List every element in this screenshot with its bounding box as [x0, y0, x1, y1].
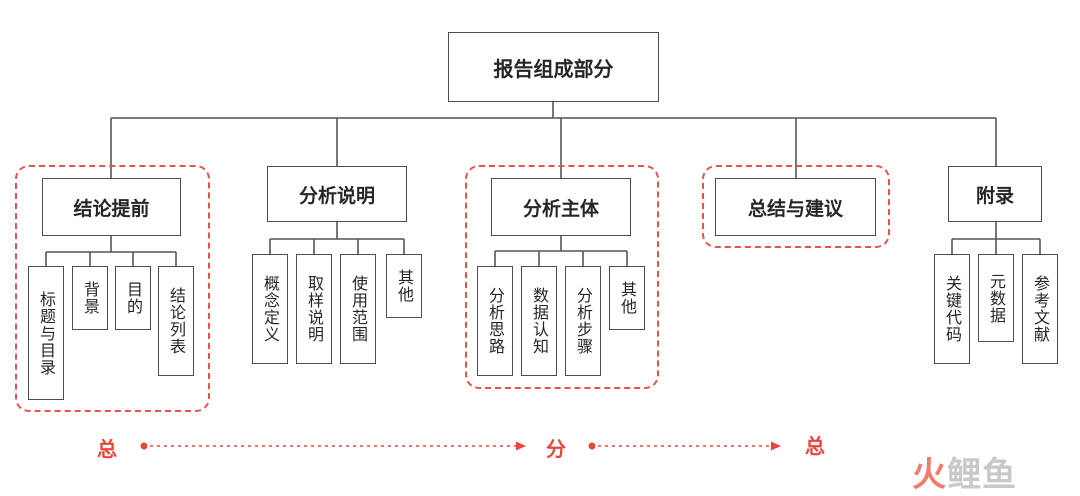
leaf-node: 分析步骤 — [565, 266, 601, 376]
leaf-label: 其他 — [395, 269, 414, 303]
section-node-conclusion: 结论提前 — [42, 178, 181, 236]
leaf-label: 概念定义 — [261, 275, 280, 343]
leaf-node: 取样说明 — [296, 254, 332, 364]
leaf-node: 概念定义 — [252, 254, 288, 364]
section-label: 附录 — [975, 184, 1014, 207]
leaf-label: 数据认知 — [530, 287, 549, 355]
leaf-node: 其他 — [386, 254, 422, 318]
flow-label-start: 总 — [97, 437, 117, 461]
leaf-label: 取样说明 — [305, 275, 324, 343]
section-node-analysis-notes: 分析说明 — [267, 166, 407, 222]
leaf-label: 使用范围 — [349, 275, 368, 343]
leaf-node: 其他 — [609, 266, 645, 330]
section-label: 总结与建议 — [747, 197, 843, 220]
leaf-label: 背景 — [81, 281, 100, 315]
leaf-label: 参考文献 — [1031, 275, 1050, 343]
group-outline-conclusion — [15, 165, 210, 412]
watermark-logo: 火鲤鱼 — [912, 447, 1017, 496]
section-label: 结论提前 — [73, 197, 150, 220]
section-node-appendix: 附录 — [948, 166, 1042, 222]
flow-label-end: 总 — [805, 434, 825, 458]
leaf-node: 背景 — [72, 266, 108, 330]
group-outline-summary — [702, 165, 890, 248]
leaf-node: 关键代码 — [934, 254, 970, 364]
leaf-node: 分析思路 — [477, 266, 513, 376]
section-label: 分析说明 — [298, 184, 375, 207]
leaf-label: 目的 — [124, 281, 143, 315]
root-node: 报告组成部分 — [448, 32, 659, 102]
section-label: 分析主体 — [522, 197, 599, 220]
leaf-node: 标题与目录 — [28, 266, 64, 400]
root-node-label: 报告组成部分 — [493, 56, 614, 81]
leaf-label: 元数据 — [987, 272, 1006, 324]
leaf-node: 目的 — [115, 266, 151, 330]
leaf-node: 元数据 — [978, 254, 1014, 342]
leaf-label: 分析步骤 — [574, 287, 593, 355]
section-node-analysis-body: 分析主体 — [491, 178, 631, 236]
leaf-label: 结论列表 — [167, 287, 186, 355]
leaf-label: 分析思路 — [486, 287, 505, 355]
watermark-logo-char: 火 — [912, 455, 947, 495]
leaf-label: 标题与目录 — [37, 290, 56, 376]
leaf-label: 关键代码 — [943, 275, 962, 343]
leaf-label: 其他 — [618, 281, 637, 315]
flow-label-middle: 分 — [546, 437, 566, 461]
group-outline-analysis-body — [465, 165, 659, 389]
section-node-summary: 总结与建议 — [715, 178, 876, 236]
watermark-logo-rest: 鲤鱼 — [947, 455, 1017, 495]
leaf-node: 使用范围 — [340, 254, 376, 364]
leaf-node: 结论列表 — [158, 266, 194, 376]
leaf-node: 数据认知 — [521, 266, 557, 376]
leaf-node: 参考文献 — [1022, 254, 1058, 364]
